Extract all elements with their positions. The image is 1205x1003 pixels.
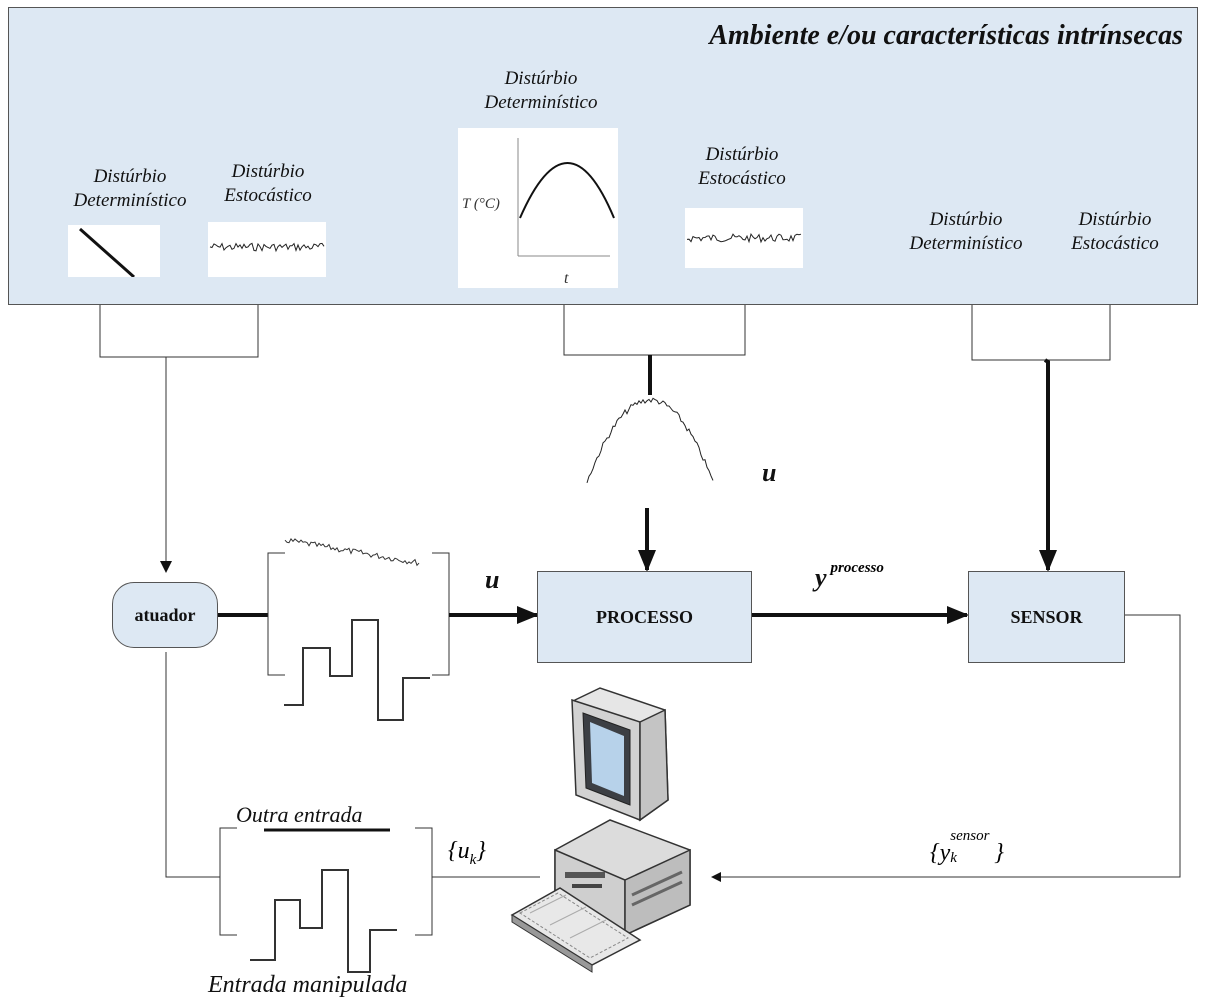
input-bracket-right — [415, 827, 433, 936]
ramp-plot — [79, 227, 135, 279]
label-line: Determinístico — [73, 190, 187, 211]
signal-bracket-left — [267, 552, 285, 676]
signal-bracket-right — [432, 552, 450, 676]
sensor-block: SENSOR — [968, 571, 1125, 663]
label-line: Determinístico — [909, 233, 1023, 254]
y-process-base: y — [815, 563, 827, 592]
label-line: Distúrbio — [705, 144, 779, 165]
uk-label: {uk} — [448, 838, 486, 869]
u-input-label: u — [485, 565, 500, 594]
step-signal — [284, 619, 430, 721]
y-process-sup: processo — [830, 560, 884, 576]
label-line: Distúrbio — [929, 209, 1003, 230]
uk-close: } — [476, 838, 486, 864]
label-line: Distúrbio — [231, 161, 305, 182]
sensor-bracket — [971, 305, 1111, 361]
noisy-arch-curve — [586, 397, 714, 484]
noise-plot — [209, 242, 325, 253]
ramp-line — [79, 227, 135, 279]
temperature-plot: T (°C) t — [462, 138, 615, 287]
sensor-feedback-line — [711, 614, 1181, 882]
manipulated-step-signal — [250, 869, 397, 973]
y-process-label: y processo — [815, 560, 884, 593]
temperature-curve — [519, 162, 615, 219]
deterministic-ramp-thumbnail — [68, 225, 160, 279]
sensor-stochastic-label: Distúrbio Estocástico — [1050, 208, 1180, 256]
label-line: Distúrbio — [1078, 209, 1152, 230]
temperature-plot-thumbnail: T (°C) t — [458, 128, 618, 288]
noise-line — [209, 242, 325, 253]
uk-open: {u — [448, 838, 470, 864]
noise-plot — [686, 232, 802, 244]
label-line: Determinístico — [484, 92, 598, 113]
noise-line — [686, 232, 802, 244]
environment-title: Ambiente e/ou características intrínseca… — [709, 20, 1183, 51]
label-line: Distúrbio — [93, 166, 167, 187]
u-disturbance-label: u — [762, 458, 777, 487]
label-line: Estocástico — [224, 185, 312, 206]
process-bracket — [563, 305, 746, 356]
process-block: PROCESSO — [537, 571, 752, 663]
computer-icon — [510, 687, 691, 973]
yk-sup: sensor — [950, 828, 990, 844]
input-bracket-left — [219, 827, 237, 936]
actuator-input-line — [165, 652, 220, 878]
other-input-label: Outra entrada — [236, 802, 363, 827]
temperature-xlabel: t — [564, 270, 569, 287]
process-stochastic-label: Distúrbio Estocástico — [672, 143, 812, 191]
label-line: Estocástico — [698, 168, 786, 189]
uk-sub: k — [469, 851, 477, 868]
stochastic-noise-thumbnail-2 — [685, 208, 803, 268]
yk-sub: k — [950, 850, 957, 866]
actuator-block: atuador — [112, 582, 218, 648]
temperature-ylabel: T (°C) — [462, 196, 500, 212]
yk-open: {y — [930, 840, 951, 866]
yk-close: } — [994, 840, 1004, 866]
actuator-stochastic-label: Distúrbio Estocástico — [203, 160, 333, 208]
manipulated-input-label: Entrada manipulada — [208, 972, 408, 998]
sensor-disturbance-arrow — [1039, 358, 1057, 572]
label-line: Distúrbio — [504, 68, 578, 89]
stochastic-noise-thumbnail-1 — [208, 222, 326, 277]
noisy-ramp-signal — [284, 538, 420, 567]
label-line: Estocástico — [1071, 233, 1159, 254]
sensor-deterministic-label: Distúrbio Determinístico — [896, 208, 1036, 256]
actuator-deterministic-label: Distúrbio Determinístico — [60, 165, 200, 213]
process-deterministic-label: Distúrbio Determinístico — [466, 67, 616, 115]
actuator-bracket — [99, 305, 259, 358]
